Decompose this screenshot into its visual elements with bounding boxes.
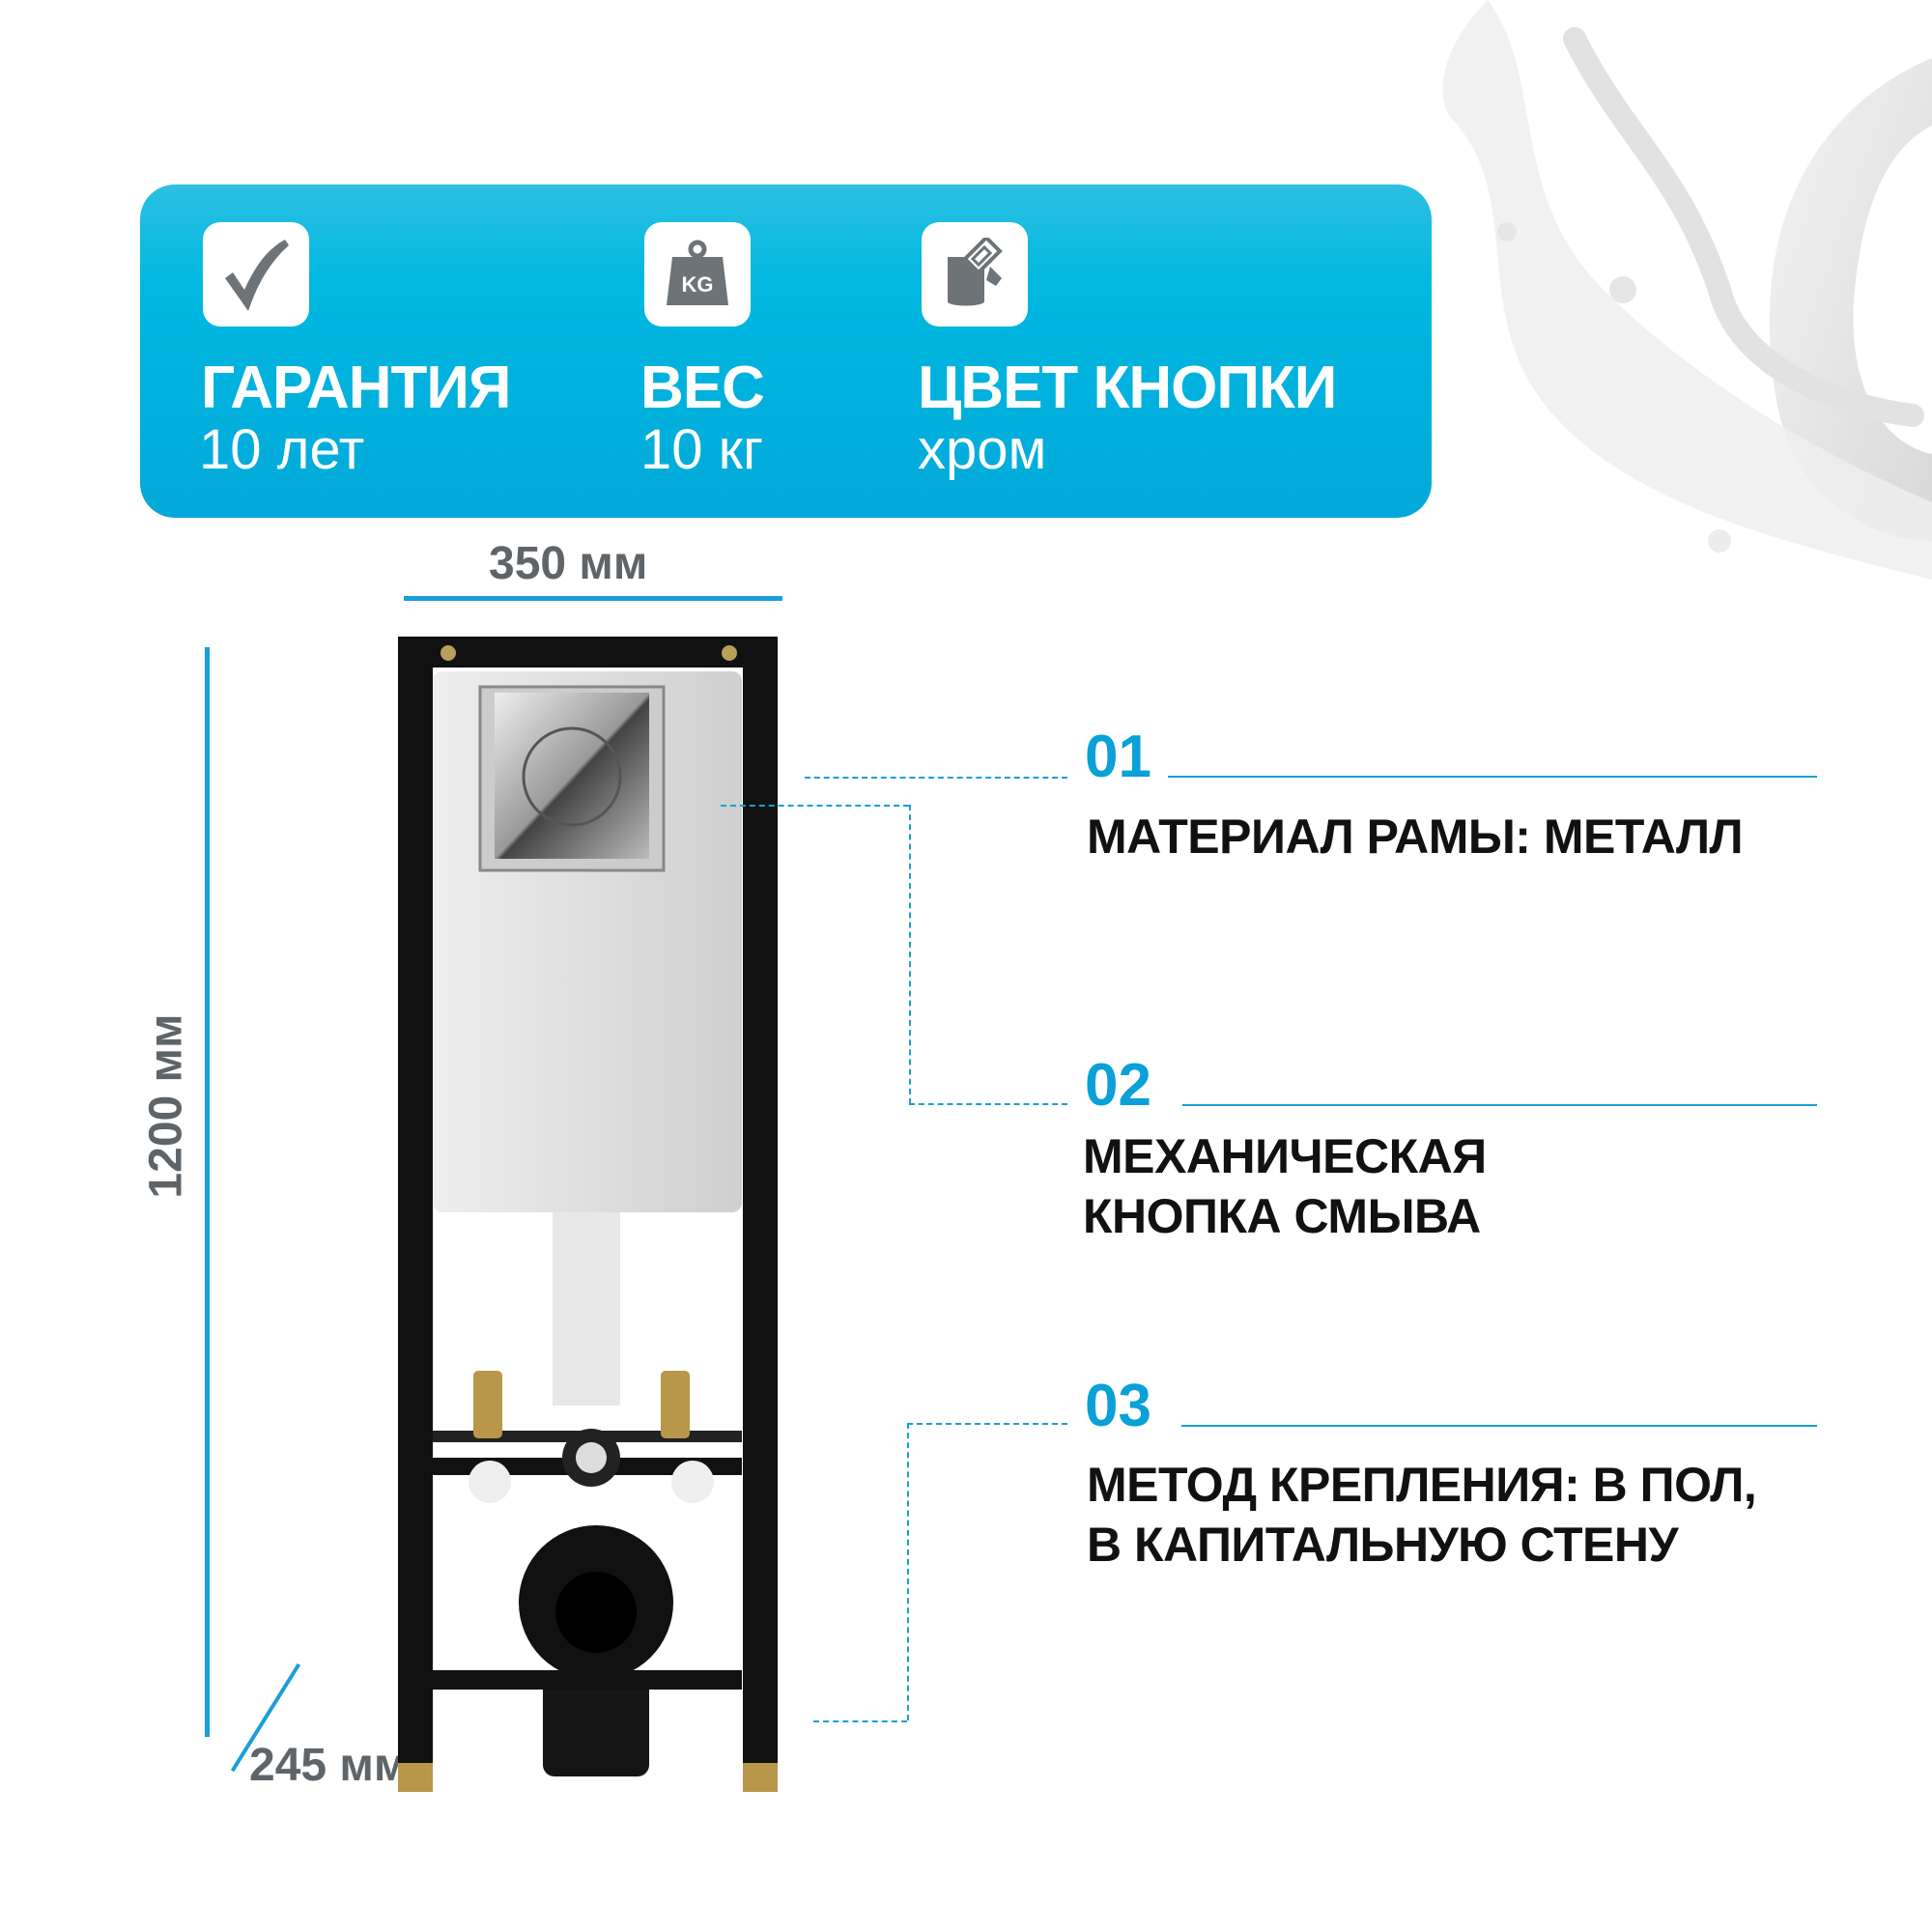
button-color-title: ЦВЕТ КНОПКИ: [918, 355, 1337, 421]
installation-frame-image: [398, 637, 778, 1792]
depth-dimension-label: 245 мм: [249, 1740, 409, 1791]
feature-line-02: [1182, 1104, 1817, 1106]
feature-text-03-line2: В КАПИТАЛЬНУЮ СТЕНУ: [1087, 1518, 1679, 1572]
warranty-icon-box: [203, 222, 309, 327]
weight-icon-box: KG: [644, 222, 751, 327]
paint-bucket-icon: [948, 238, 1003, 306]
connector-03c: [907, 1423, 1067, 1425]
feature-text-03-line1: МЕТОД КРЕПЛЕНИЯ: В ПОЛ,: [1087, 1458, 1757, 1512]
feature-text-02-line1: МЕХАНИЧЕСКАЯ: [1083, 1129, 1487, 1183]
width-dimension-label: 350 мм: [489, 538, 648, 589]
connector-03a: [813, 1720, 907, 1722]
svg-text:KG: KG: [682, 272, 714, 297]
width-dimension-line: [404, 596, 782, 601]
feature-line-03: [1181, 1425, 1817, 1427]
height-dimension-line: [205, 647, 210, 1737]
connector-01: [805, 777, 1067, 779]
warranty-title: ГАРАНТИЯ: [201, 355, 511, 421]
feature-number-01: 01: [1085, 724, 1151, 790]
specs-banner: [140, 185, 1432, 518]
weight-icon: KG: [667, 240, 728, 305]
checkmark-icon: [225, 240, 289, 311]
connector-02c: [909, 1103, 1067, 1105]
weight-value: 10 кг: [640, 418, 764, 481]
feature-number-03: 03: [1085, 1373, 1151, 1439]
connector-03b: [907, 1423, 909, 1720]
feature-text-02-line2: КНОПКА СМЫВА: [1083, 1189, 1481, 1243]
weight-title: ВЕС: [640, 355, 765, 421]
height-dimension-label: 1200 мм: [140, 1013, 192, 1199]
connector-02a: [721, 805, 909, 807]
connector-02b: [909, 805, 911, 1104]
color-icon-box: [922, 222, 1028, 327]
warranty-value: 10 лет: [199, 418, 365, 481]
feature-line-01: [1168, 776, 1817, 778]
feature-number-02: 02: [1085, 1052, 1151, 1119]
feature-text-01: МАТЕРИАЛ РАМЫ: МЕТАЛЛ: [1087, 810, 1744, 864]
water-splash-decoration: [1442, 0, 1932, 580]
button-color-value: хром: [918, 418, 1047, 481]
